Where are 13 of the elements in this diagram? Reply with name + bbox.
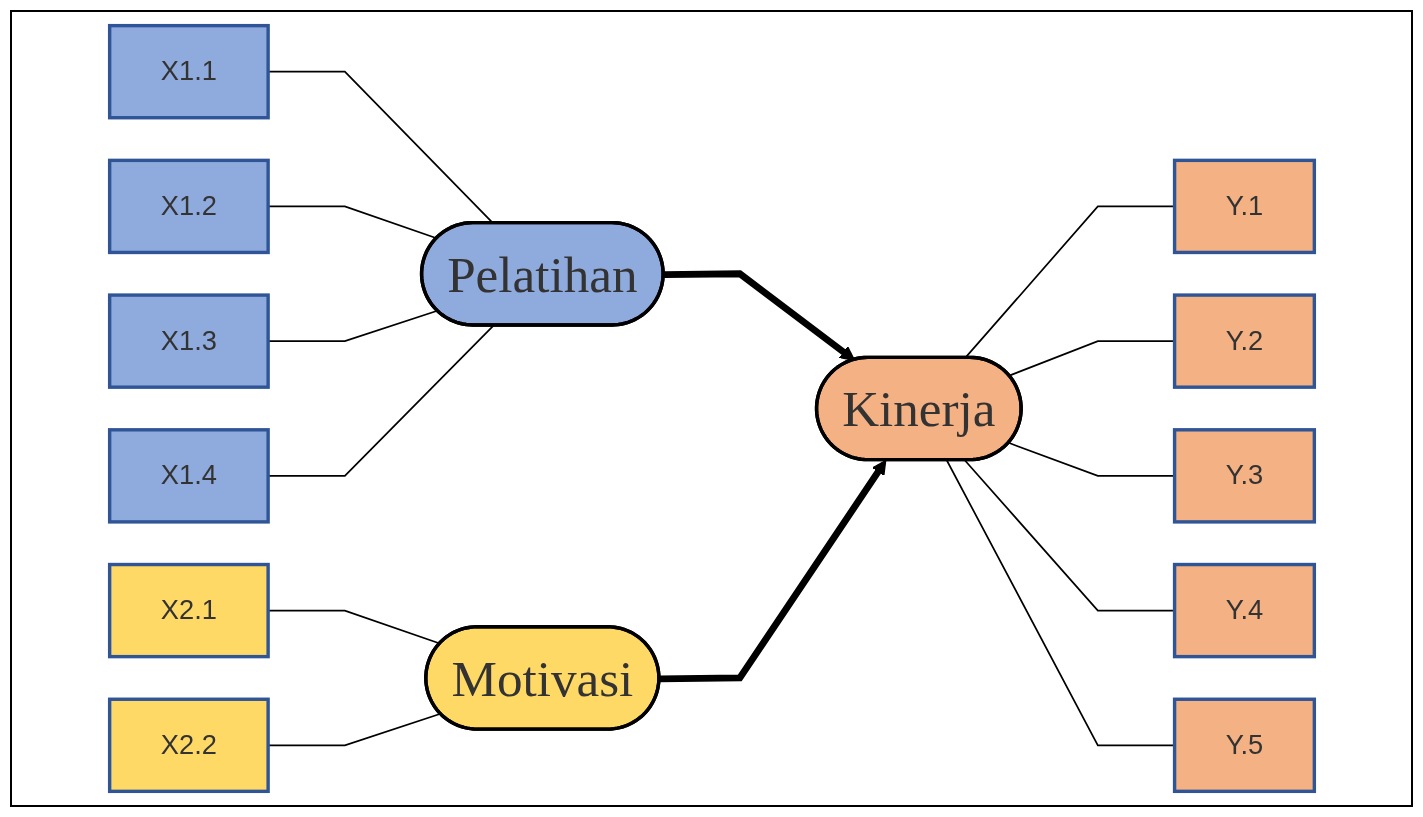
node-box: Y.3 bbox=[1172, 428, 1316, 524]
node-box: Y.5 bbox=[1172, 697, 1316, 794]
node-box: X1.1 bbox=[107, 23, 270, 120]
arrow bbox=[663, 270, 855, 361]
node-box: X1.4 bbox=[107, 428, 270, 524]
node-box: Y.2 bbox=[1172, 293, 1316, 389]
node-box: X2.2 bbox=[107, 697, 270, 794]
node-box: X1.2 bbox=[107, 158, 270, 255]
node-box: X1.3 bbox=[107, 293, 270, 389]
node-box: Y.4 bbox=[1172, 562, 1316, 659]
node-box: Y.1 bbox=[1172, 158, 1316, 255]
node-box: X2.1 bbox=[107, 562, 270, 659]
arrow bbox=[659, 459, 886, 683]
